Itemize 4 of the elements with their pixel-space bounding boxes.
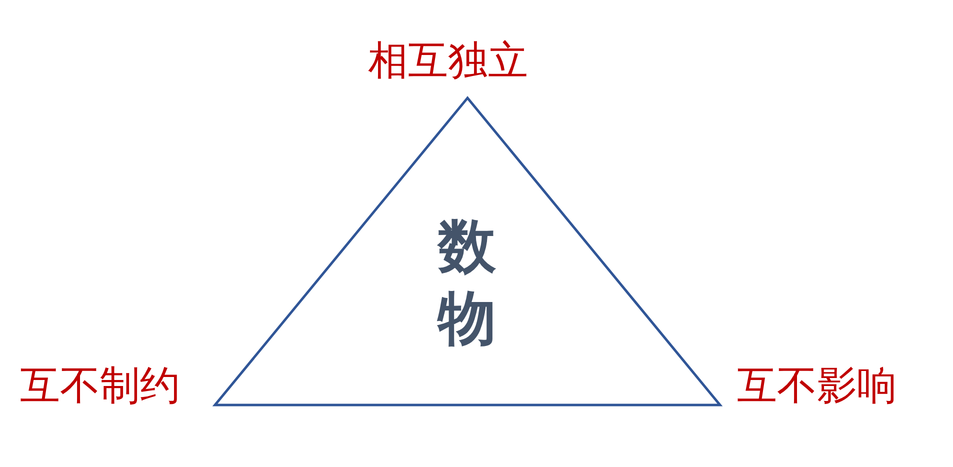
corner-label: 互不影响 xyxy=(737,362,897,410)
corner-label: 相互独立 xyxy=(368,37,528,85)
corner-label: 互不制约 xyxy=(20,362,180,410)
center-text: 数物 xyxy=(437,211,497,354)
